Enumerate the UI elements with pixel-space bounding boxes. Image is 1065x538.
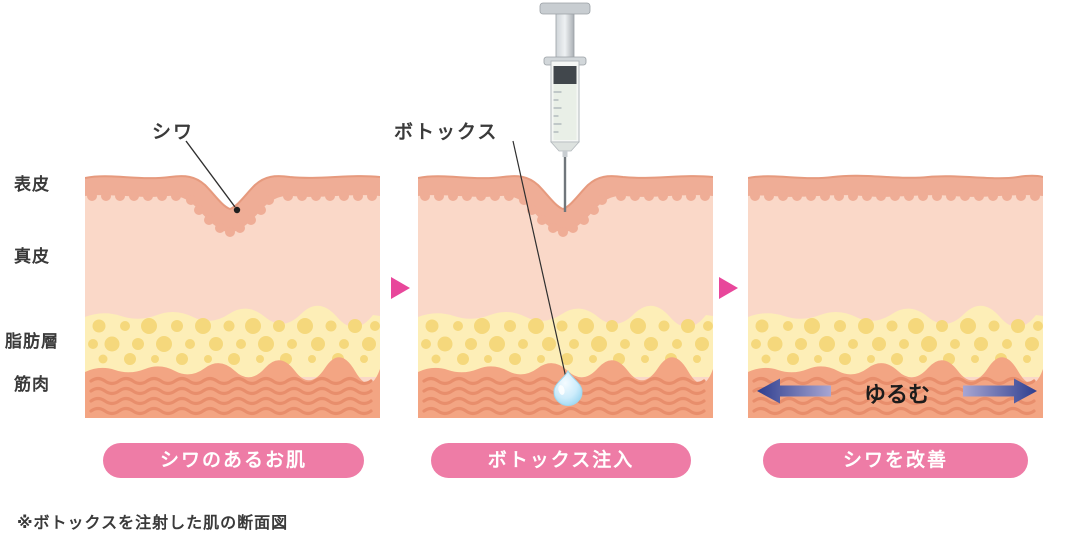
flow-arrow-icon bbox=[391, 277, 410, 299]
caption-panel-1: シワのあるお肌 bbox=[103, 443, 364, 478]
skin-panel-injection bbox=[418, 145, 713, 418]
skin-panel-wrinkled bbox=[85, 145, 380, 418]
layer-label-dermis: 真皮 bbox=[14, 247, 50, 267]
annotation-botox: ボトックス bbox=[394, 121, 499, 143]
flow-arrow-icon bbox=[719, 277, 738, 299]
layer-label-fat: 脂肪層 bbox=[5, 332, 59, 352]
footnote: ※ボトックスを注射した肌の断面図 bbox=[17, 513, 289, 532]
annotation-wrinkle: シワ bbox=[152, 121, 195, 143]
caption-panel-3: シワを改善 bbox=[763, 443, 1028, 478]
annotation-relax: ゆるむ bbox=[863, 383, 930, 408]
layer-label-muscle: 筋肉 bbox=[14, 375, 50, 395]
caption-panel-2: ボトックス注入 bbox=[431, 443, 691, 478]
layer-label-epidermis: 表皮 bbox=[14, 175, 50, 195]
